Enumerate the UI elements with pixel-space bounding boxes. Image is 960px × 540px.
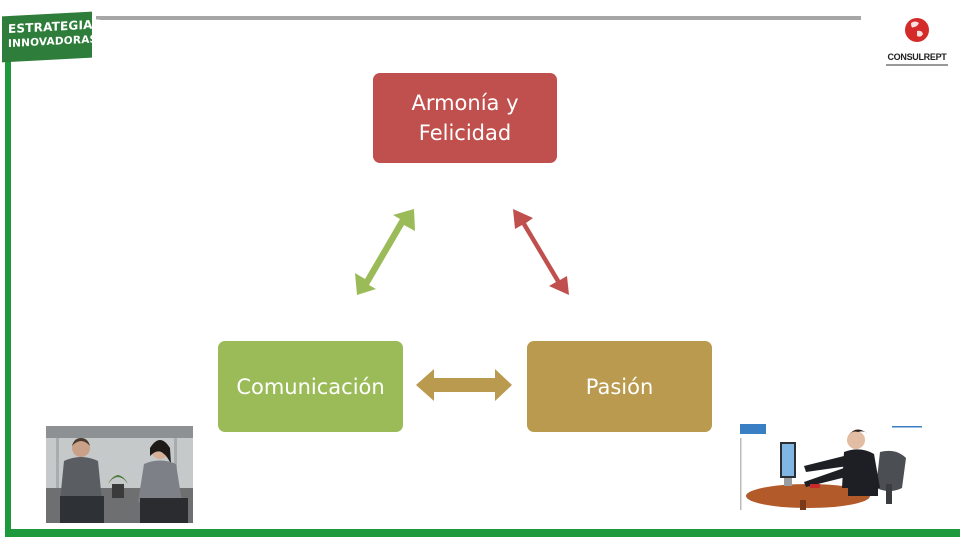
red-double-arrow: [513, 209, 569, 295]
consulrept-name: CONSULREPT: [887, 52, 947, 62]
comunicacion-box: Comunicación: [218, 341, 403, 432]
comunicacion-label: Comunicación: [236, 374, 385, 399]
pasion-box: Pasión: [527, 341, 712, 432]
globe-icon: [905, 18, 929, 42]
office-worker-photo: [740, 424, 923, 510]
bottom-frame-bar: [5, 529, 960, 537]
conversation-photo: [46, 426, 193, 523]
armonia-felicidad-label: Armonía y Felicidad: [411, 91, 519, 145]
armonia-felicidad-box: Armonía y Felicidad: [373, 73, 557, 163]
consulrept-tagline: [886, 64, 948, 66]
pasion-label: Pasión: [585, 374, 654, 399]
left-frame-bar: [5, 60, 11, 534]
header-divider-line: [96, 16, 861, 20]
green-double-arrow: [355, 209, 415, 295]
gold-double-arrow: [416, 369, 512, 401]
consulrept-logo: CONSULREPT: [884, 15, 950, 73]
